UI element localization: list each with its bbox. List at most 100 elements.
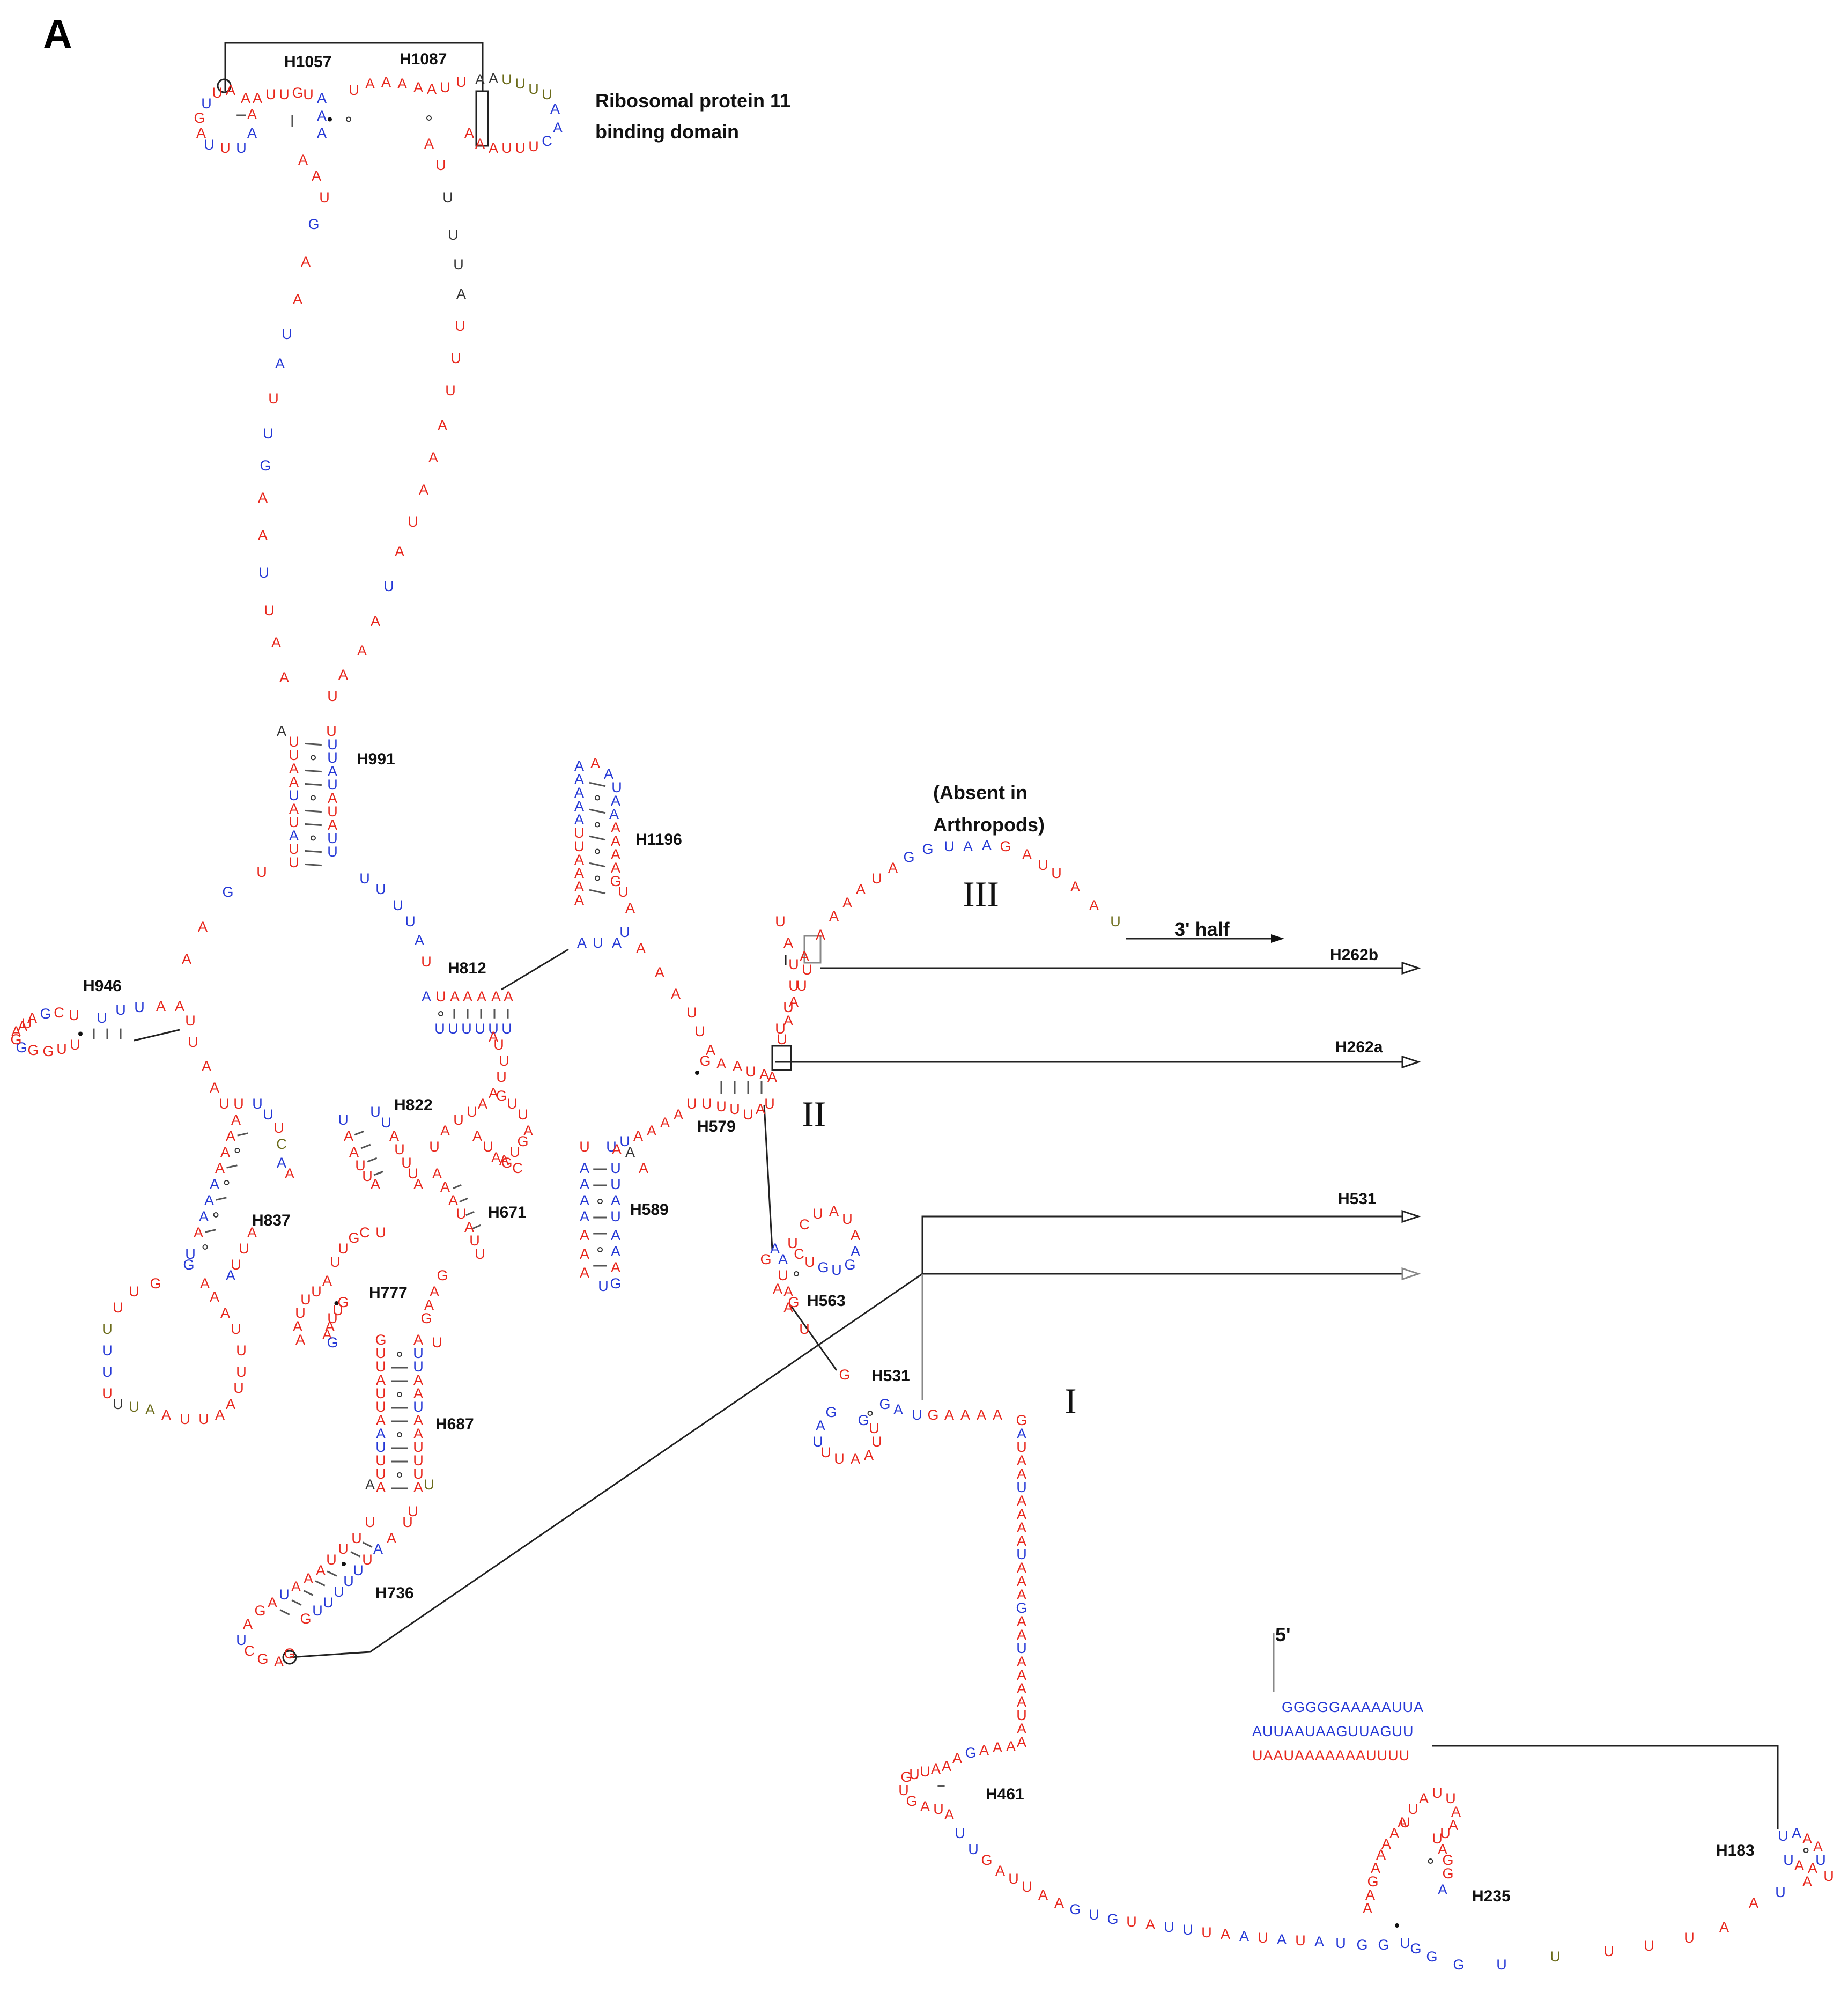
nucleotide: A [1808, 1860, 1817, 1876]
nucleotide: A [574, 811, 584, 828]
nucleotide: U [955, 1825, 965, 1841]
nucleotide: A [639, 1160, 648, 1176]
nucleotide: A [450, 988, 460, 1005]
label-h812: H812 [448, 960, 486, 977]
nucleotide: U [212, 85, 223, 101]
noncanonical-pair-mark [342, 1562, 346, 1566]
nucleotide: A [349, 1144, 359, 1160]
nucleotide: U [180, 1411, 190, 1427]
nucleotide: U [574, 838, 585, 854]
wobble-pair-mark [311, 835, 316, 841]
nucleotide: A [202, 1058, 211, 1074]
nucleotide: A [1017, 1613, 1026, 1629]
nucleotide: A [1017, 1573, 1026, 1589]
nucleotide: A [504, 988, 513, 1005]
nucleotide: U [686, 1005, 697, 1021]
nucleotide: U [461, 1021, 472, 1037]
nucleotide: U [375, 1385, 386, 1401]
nucleotide: U [764, 1096, 775, 1112]
nucleotide: A [612, 1141, 622, 1157]
nucleotide: U [405, 913, 416, 929]
five-prime-sequence-block: GGGGGAAAAAUUA AUUAAUAAGUUAGUU UAAUAAAAAA… [1252, 1699, 1423, 1763]
watson-crick-pair-mark [459, 1197, 468, 1203]
nucleotide: U [912, 1407, 922, 1423]
label-h531-inner: H531 [871, 1367, 910, 1385]
nucleotide: A [430, 1283, 439, 1300]
nucleotide: U [393, 897, 403, 913]
nucleotide: G [903, 849, 914, 865]
nucleotide: U [788, 956, 799, 972]
nucleotide: A [489, 70, 498, 86]
nucleotide: A [18, 1018, 27, 1034]
nucleotide: U [475, 1021, 485, 1037]
nucleotide: A [816, 927, 825, 943]
nucleotide: U [1815, 1852, 1826, 1868]
nucleotide: U [355, 1157, 366, 1174]
nucleotide: A [293, 1318, 302, 1334]
nucleotide: U [327, 777, 338, 793]
nucleotide: A [220, 1144, 230, 1160]
nucleotide: A [489, 140, 498, 156]
watson-crick-pair-mark [373, 1170, 384, 1176]
nucleotide: U [201, 95, 212, 112]
nucleotide: A [756, 1101, 765, 1117]
strand-h837-stem2: AUUA [226, 1224, 257, 1283]
nucleotide: A [580, 1160, 589, 1176]
nucleotide: G [284, 1646, 295, 1662]
nucleotide: A [633, 1128, 643, 1144]
nucleotide: A [550, 101, 560, 117]
watson-crick-pair-mark [589, 889, 606, 895]
nucleotide: U [716, 1098, 727, 1115]
label-absent-line2: Arthropods) [933, 814, 1045, 836]
nucleotide: U [515, 76, 526, 92]
label-absent-line1: (Absent in [933, 781, 1028, 803]
nucleotide: U [788, 978, 799, 994]
nucleotide: A [365, 76, 375, 92]
nucleotide: U [204, 137, 215, 153]
label-three-half: 3' half [1174, 918, 1230, 940]
nucleotide: A [478, 1096, 487, 1112]
nucleotide: A [210, 1080, 219, 1096]
nucleotide: U [820, 1444, 831, 1460]
nucleotide: U [804, 1254, 815, 1270]
label-h671: H671 [488, 1204, 527, 1221]
label-h1196: H1196 [635, 831, 682, 848]
nucleotide: U [920, 1763, 930, 1780]
nucleotide: U [1432, 1831, 1443, 1847]
nucleotide: A [376, 1412, 386, 1428]
nucleotide: A [275, 356, 285, 372]
nucleotide: U [334, 1584, 344, 1600]
nucleotide: A [655, 964, 664, 980]
nucleotide: U [326, 1552, 337, 1568]
nucleotide: U [1550, 1949, 1561, 1965]
watson-crick-pair-mark [205, 1229, 216, 1233]
nucleotide: U [239, 1241, 249, 1257]
nucleotide: A [289, 801, 299, 817]
nucleotide: U [440, 79, 450, 95]
nucleotide: A [671, 986, 681, 1002]
nucleotide: U [453, 1112, 464, 1128]
nucleotide: U [475, 1246, 485, 1262]
nucleotide: A [413, 1332, 423, 1348]
nucleotide: A [1813, 1839, 1823, 1855]
nucleotide: A [413, 1372, 423, 1388]
nucleotide: U [1016, 1546, 1027, 1562]
nucleotide: A [829, 908, 839, 924]
nucleotide: U [1258, 1930, 1268, 1946]
nucleotide: U [619, 924, 630, 940]
nucleotide: U [327, 844, 338, 860]
nucleotide: U [402, 1514, 413, 1530]
nucleotide: A [196, 125, 206, 141]
nucleotide: G [257, 1651, 268, 1667]
nucleotide: U [812, 1206, 823, 1222]
nucleotide: G [788, 1294, 799, 1310]
nucleotide: U [219, 1096, 230, 1112]
nucleotide: U [802, 962, 812, 978]
